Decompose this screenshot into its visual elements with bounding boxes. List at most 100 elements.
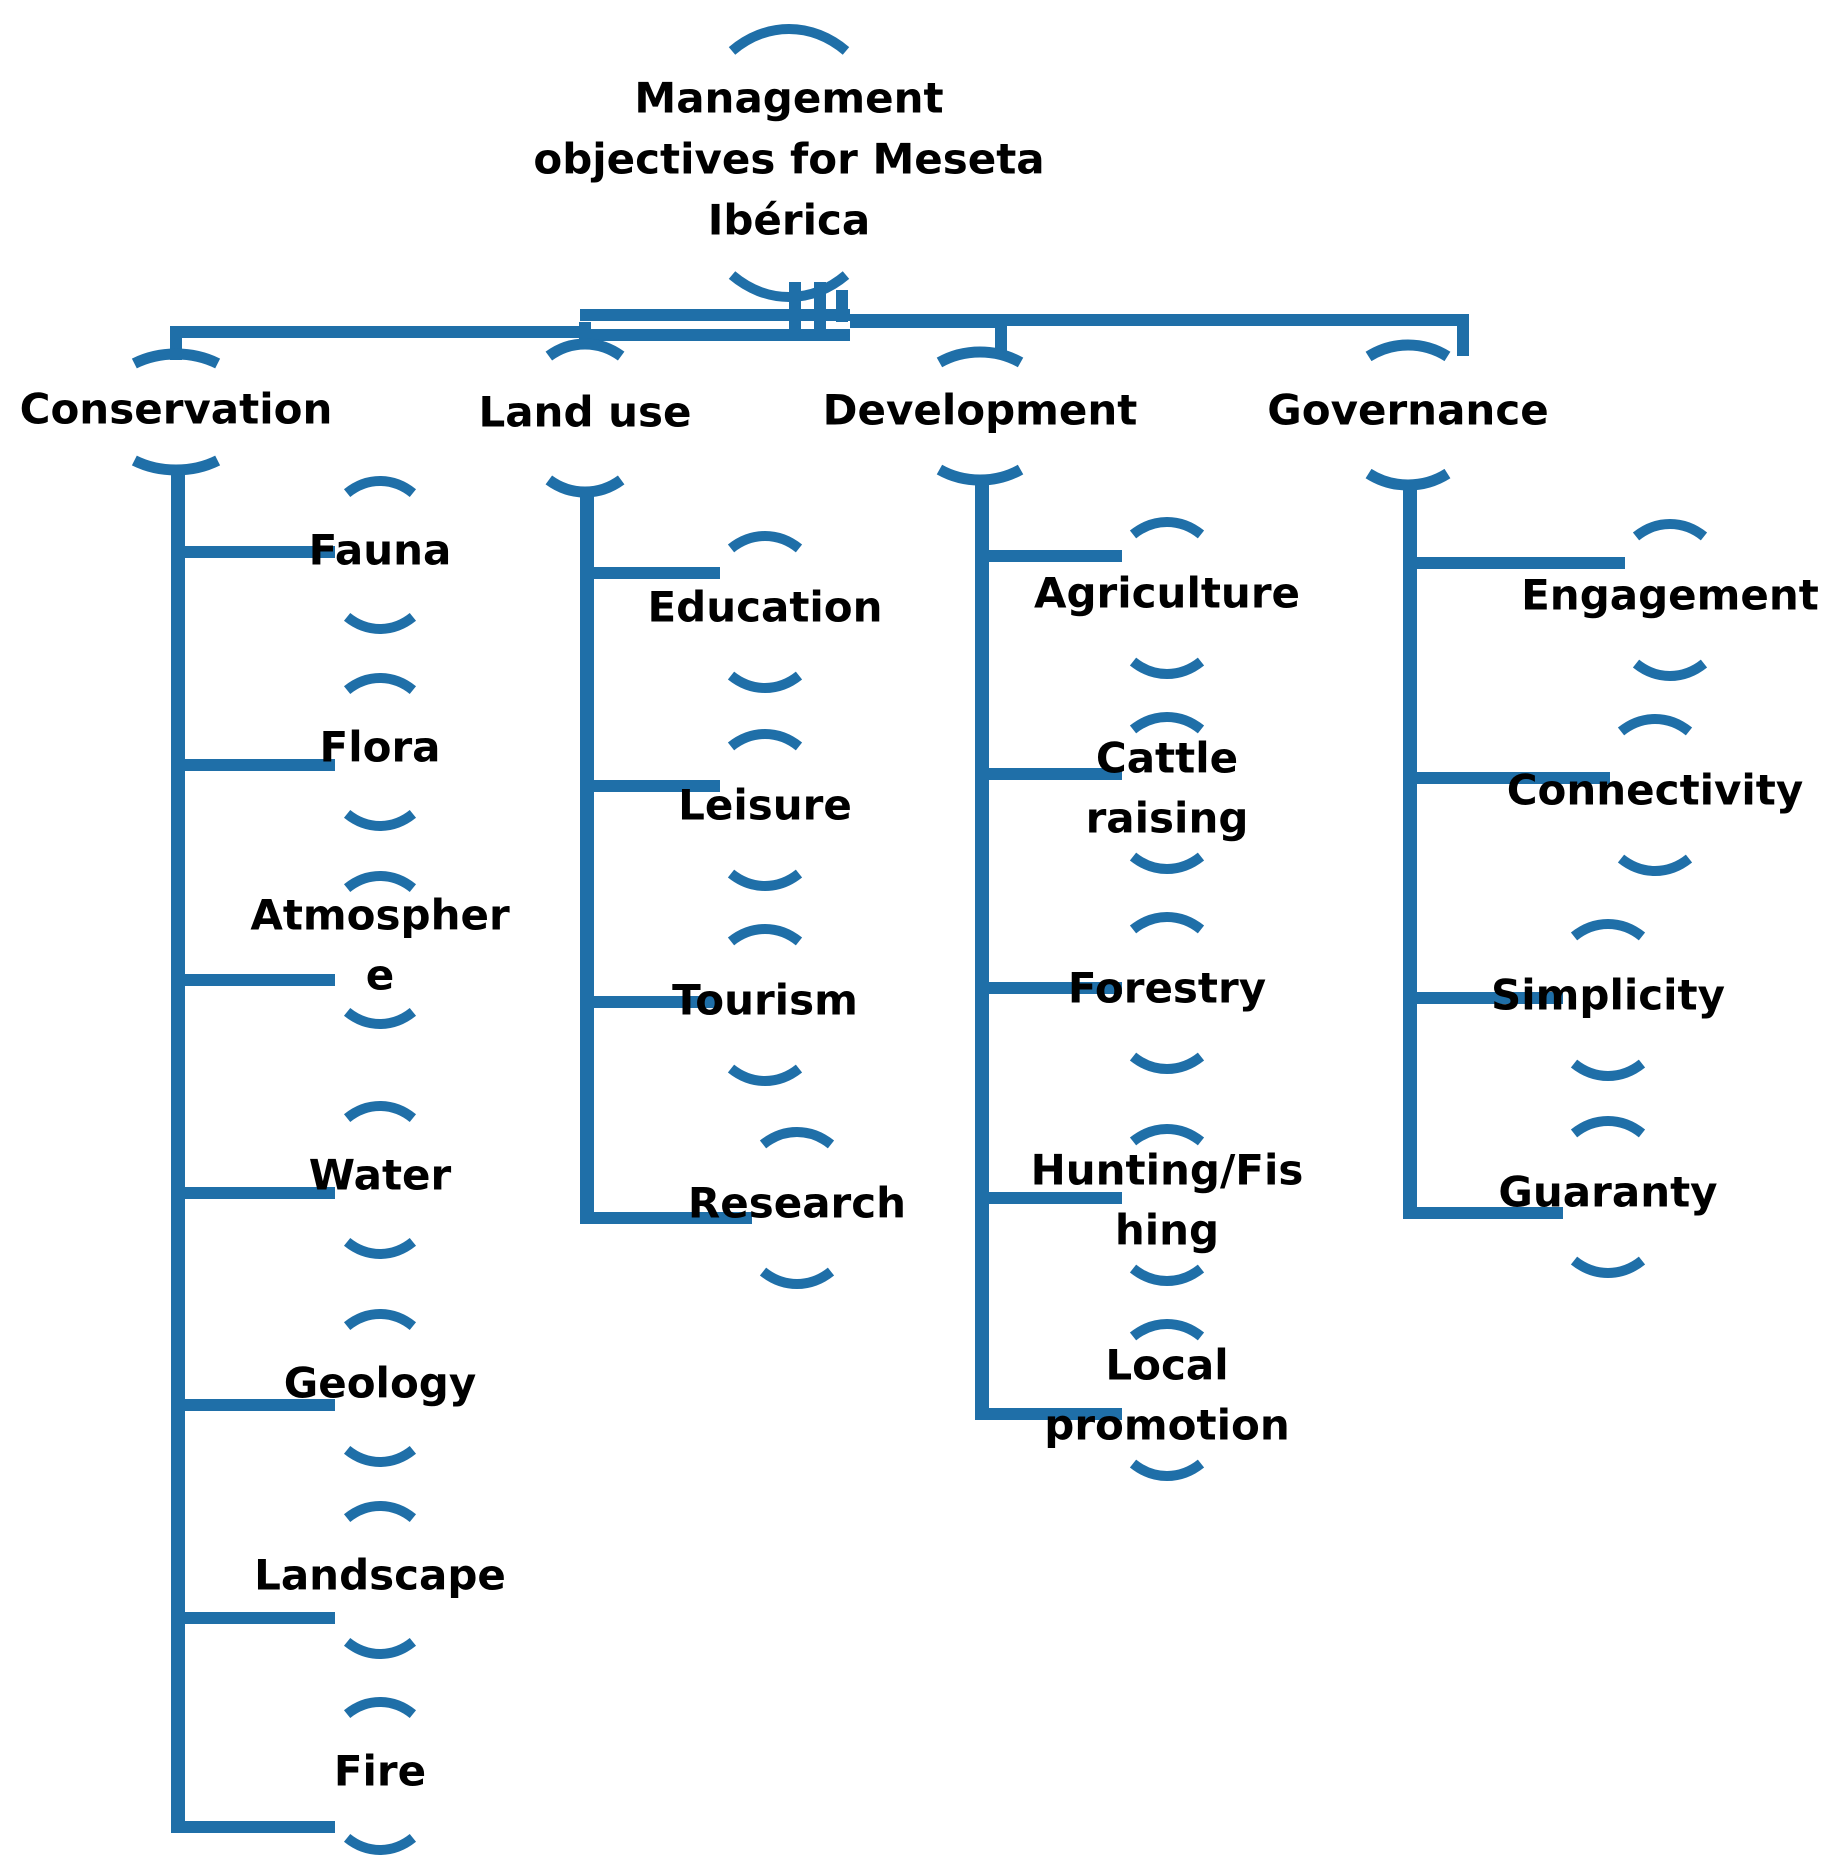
item-tourism-node-bottom-arc [727, 1064, 803, 1086]
item-engagement: Engagement [1410, 519, 1819, 681]
item-research-node-top-arc [759, 1127, 835, 1149]
category-conservation-node-top-arc [131, 348, 221, 369]
item-engagement-node-bottom-arc [1632, 659, 1708, 681]
item-hunting-fishing-node-top-arc [1129, 1124, 1205, 1146]
item-research-node-bottom-arc [759, 1267, 835, 1289]
item-fauna-node-bottom-arc [343, 612, 417, 634]
item-fire: Fire [178, 1697, 426, 1855]
item-hunting-fishing-label-line-2: hing [1115, 1206, 1219, 1255]
item-landscape-node-top-arc [343, 1501, 417, 1523]
item-geology-node-top-arc [343, 1309, 417, 1331]
item-cattleraising-label-line-2: raising [1086, 794, 1249, 843]
item-atmosphere-label-line-1: Atmospher [250, 891, 510, 940]
item-landscape-node-bottom-arc [343, 1637, 417, 1659]
item-agriculture: Agriculture [982, 517, 1300, 679]
item-research-label: Research [688, 1179, 906, 1228]
category-development-node-top-arc [936, 346, 1024, 368]
item-education-node-top-arc [727, 531, 803, 553]
item-hunting-fishing-node-bottom-arc [1129, 1264, 1205, 1286]
item-fire-node-bottom-arc [343, 1833, 417, 1855]
item-simplicity-label: Simplicity [1491, 971, 1725, 1020]
item-simplicity: Simplicity [1410, 919, 1725, 1081]
item-connectivity: Connectivity [1410, 714, 1804, 876]
item-geology-label: Geology [284, 1359, 477, 1408]
root-node-label-line-2: objectives for Meseta [533, 135, 1044, 184]
category-land-use-label: Land use [478, 388, 691, 437]
category-governance-label: Governance [1267, 386, 1548, 435]
item-leisure-node-bottom-arc [727, 869, 803, 891]
item-localpromotion-node-bottom-arc [1129, 1459, 1205, 1481]
item-flora-label: Flora [320, 723, 441, 772]
item-forestry-label: Forestry [1068, 964, 1266, 1013]
category-land-use-node-top-arc [545, 338, 625, 361]
item-atmosphere-node-top-arc [343, 871, 417, 893]
item-cattleraising: Cattle raising [982, 712, 1249, 874]
item-atmosphere-label-line-2: e [366, 951, 395, 1000]
item-water-node-top-arc [343, 1101, 417, 1123]
item-education: Education [587, 531, 883, 693]
item-connectivity-node-bottom-arc [1617, 854, 1693, 876]
item-flora: Flora [178, 673, 441, 831]
item-education-label: Education [647, 583, 882, 632]
item-water: Water [178, 1101, 452, 1259]
category-governance-connector [850, 314, 1469, 356]
item-tourism: Tourism [587, 924, 858, 1086]
item-fire-node-top-arc [343, 1697, 417, 1719]
item-localpromotion: Local promotion [982, 1319, 1290, 1481]
item-cattleraising-node-top-arc [1129, 712, 1205, 734]
item-hunting-fishing: Hunting/Fis hing [982, 1124, 1304, 1286]
root-node-top-arc [728, 24, 850, 55]
item-landscape: Landscape [178, 1501, 506, 1659]
item-localpromotion-label-line-2: promotion [1044, 1401, 1289, 1450]
item-leisure: Leisure [587, 729, 852, 891]
category-development-label: Development [823, 386, 1138, 435]
item-geology-node-bottom-arc [343, 1445, 417, 1467]
item-engagement-label: Engagement [1521, 571, 1819, 620]
item-forestry: Forestry [982, 912, 1266, 1074]
item-guaranty-node-bottom-arc [1570, 1256, 1646, 1278]
item-agriculture-node-bottom-arc [1129, 657, 1205, 679]
item-cattleraising-label-line-1: Cattle [1096, 734, 1238, 783]
item-engagement-node-top-arc [1632, 519, 1708, 541]
category-governance-node-top-arc [1365, 339, 1451, 362]
root-node-label-line-3: Ibérica [708, 196, 871, 245]
root-node-label-line-1: Management [634, 74, 943, 123]
item-hunting-fishing-label-line-1: Hunting/Fis [1031, 1146, 1304, 1195]
item-geology: Geology [178, 1309, 477, 1467]
item-forestry-node-bottom-arc [1129, 1052, 1205, 1074]
item-flora-node-bottom-arc [343, 809, 417, 831]
item-localpromotion-node-top-arc [1129, 1319, 1205, 1341]
item-leisure-label: Leisure [678, 781, 852, 830]
item-tourism-label: Tourism [672, 976, 858, 1025]
item-atmosphere: Atmospher e [178, 871, 510, 1029]
item-leisure-node-top-arc [727, 729, 803, 751]
item-cattleraising-node-bottom-arc [1129, 852, 1205, 874]
category-conservation-connector [170, 326, 580, 360]
item-agriculture-node-top-arc [1129, 517, 1205, 539]
item-guaranty: Guaranty [1410, 1116, 1718, 1278]
category-conservation-label: Conservation [20, 385, 333, 434]
item-connectivity-node-top-arc [1617, 714, 1693, 736]
item-fire-label: Fire [334, 1747, 426, 1796]
item-localpromotion-label-line-1: Local [1105, 1341, 1228, 1390]
item-fauna-node-top-arc [343, 476, 417, 498]
item-education-node-bottom-arc [727, 671, 803, 693]
item-fauna: Fauna [178, 476, 452, 634]
root-connectors [580, 282, 850, 341]
item-fauna-label: Fauna [309, 526, 452, 575]
item-connectivity-label: Connectivity [1507, 766, 1804, 815]
item-simplicity-node-bottom-arc [1570, 1059, 1646, 1081]
item-simplicity-node-top-arc [1570, 919, 1646, 941]
item-guaranty-node-top-arc [1570, 1116, 1646, 1138]
category-governance: GovernanceEngagementConnectivitySimplici… [850, 314, 1819, 1278]
item-landscape-label: Landscape [254, 1551, 506, 1600]
item-forestry-node-top-arc [1129, 912, 1205, 934]
item-water-node-bottom-arc [343, 1237, 417, 1259]
item-tourism-node-top-arc [727, 924, 803, 946]
item-flora-node-top-arc [343, 673, 417, 695]
